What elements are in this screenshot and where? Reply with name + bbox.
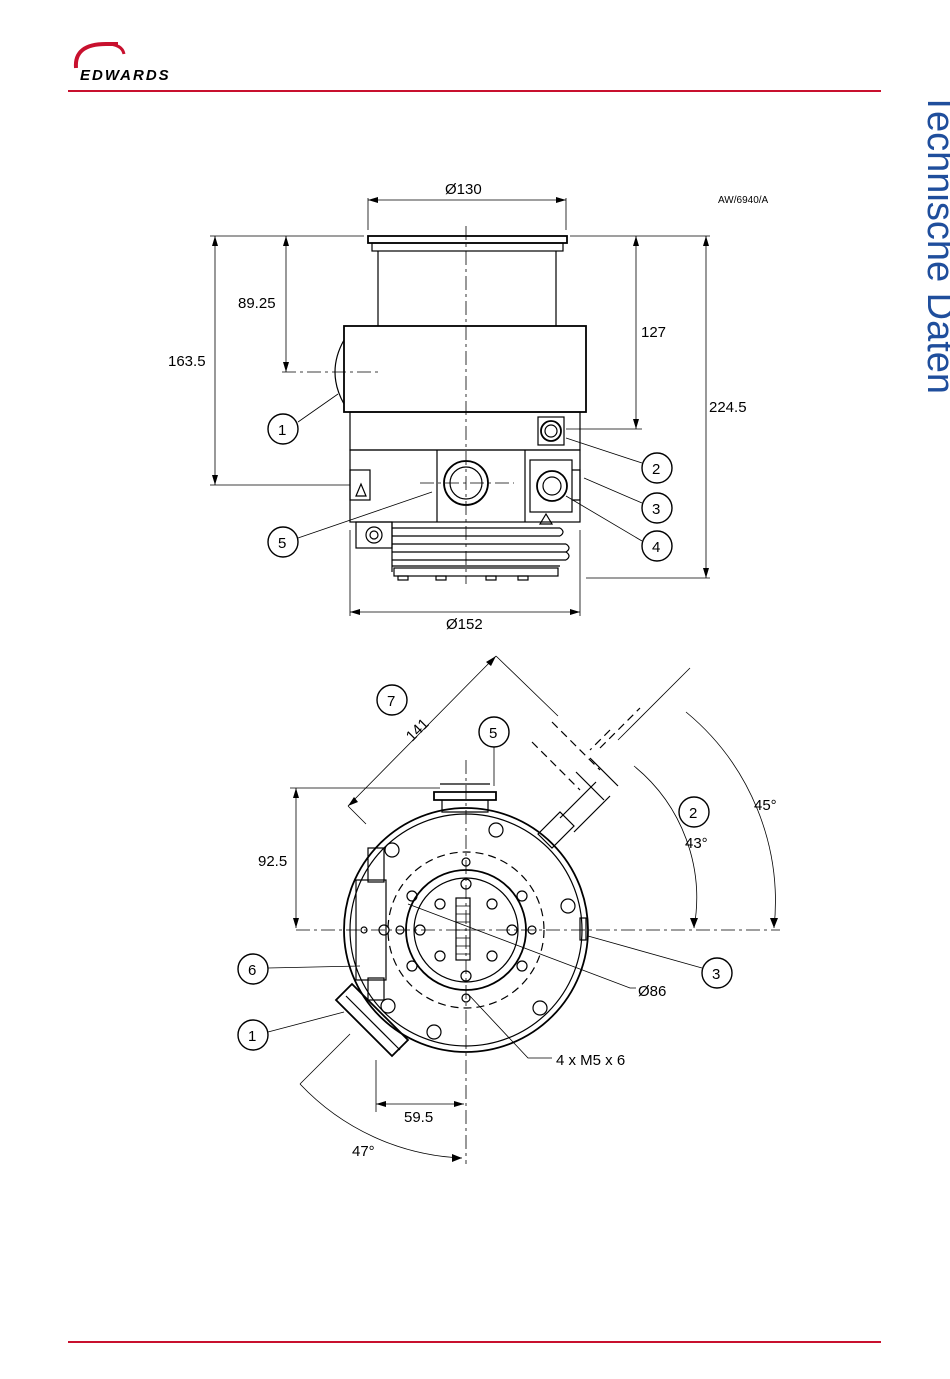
top-view: 141 92.5 59.5 43° 45° 47° Ø86 4 x M5 x 6…: [238, 656, 780, 1164]
callout-2: 2: [652, 461, 660, 478]
callout-3: 3: [652, 501, 660, 518]
side-view: Ø130 Ø152 163.5 89.25 127 224.5 1 2 3 4 …: [168, 181, 747, 633]
angle-outer: 45°: [754, 797, 777, 814]
callout-1: 1: [278, 422, 286, 439]
dim-right-outer: 224.5: [709, 399, 747, 416]
callout-2-top: 2: [689, 805, 697, 822]
callout-7: 7: [387, 693, 395, 710]
dim-top-diameter: Ø130: [445, 181, 482, 198]
dim-right-inner: 127: [641, 324, 666, 341]
dim-left-inner: 89.25: [238, 295, 276, 312]
callout-4: 4: [652, 539, 660, 556]
callout-5: 5: [278, 535, 286, 552]
footer-rule: [68, 1341, 881, 1343]
angle-bottom: 47°: [352, 1143, 375, 1160]
dim-vertical: 92.5: [258, 853, 287, 870]
callout-6: 6: [248, 962, 256, 979]
dim-circle: Ø86: [638, 983, 666, 1000]
dim-bottom-diameter: Ø152: [446, 616, 483, 633]
dim-holes: 4 x M5 x 6: [556, 1052, 625, 1069]
angle-inner: 43°: [685, 835, 708, 852]
dim-left-outer: 163.5: [168, 353, 206, 370]
callout-5-top: 5: [489, 725, 497, 742]
dim-diagonal: 141: [403, 715, 433, 745]
callout-1-top: 1: [248, 1028, 256, 1045]
dim-horizontal: 59.5: [404, 1109, 433, 1126]
callout-3-top: 3: [712, 966, 720, 983]
